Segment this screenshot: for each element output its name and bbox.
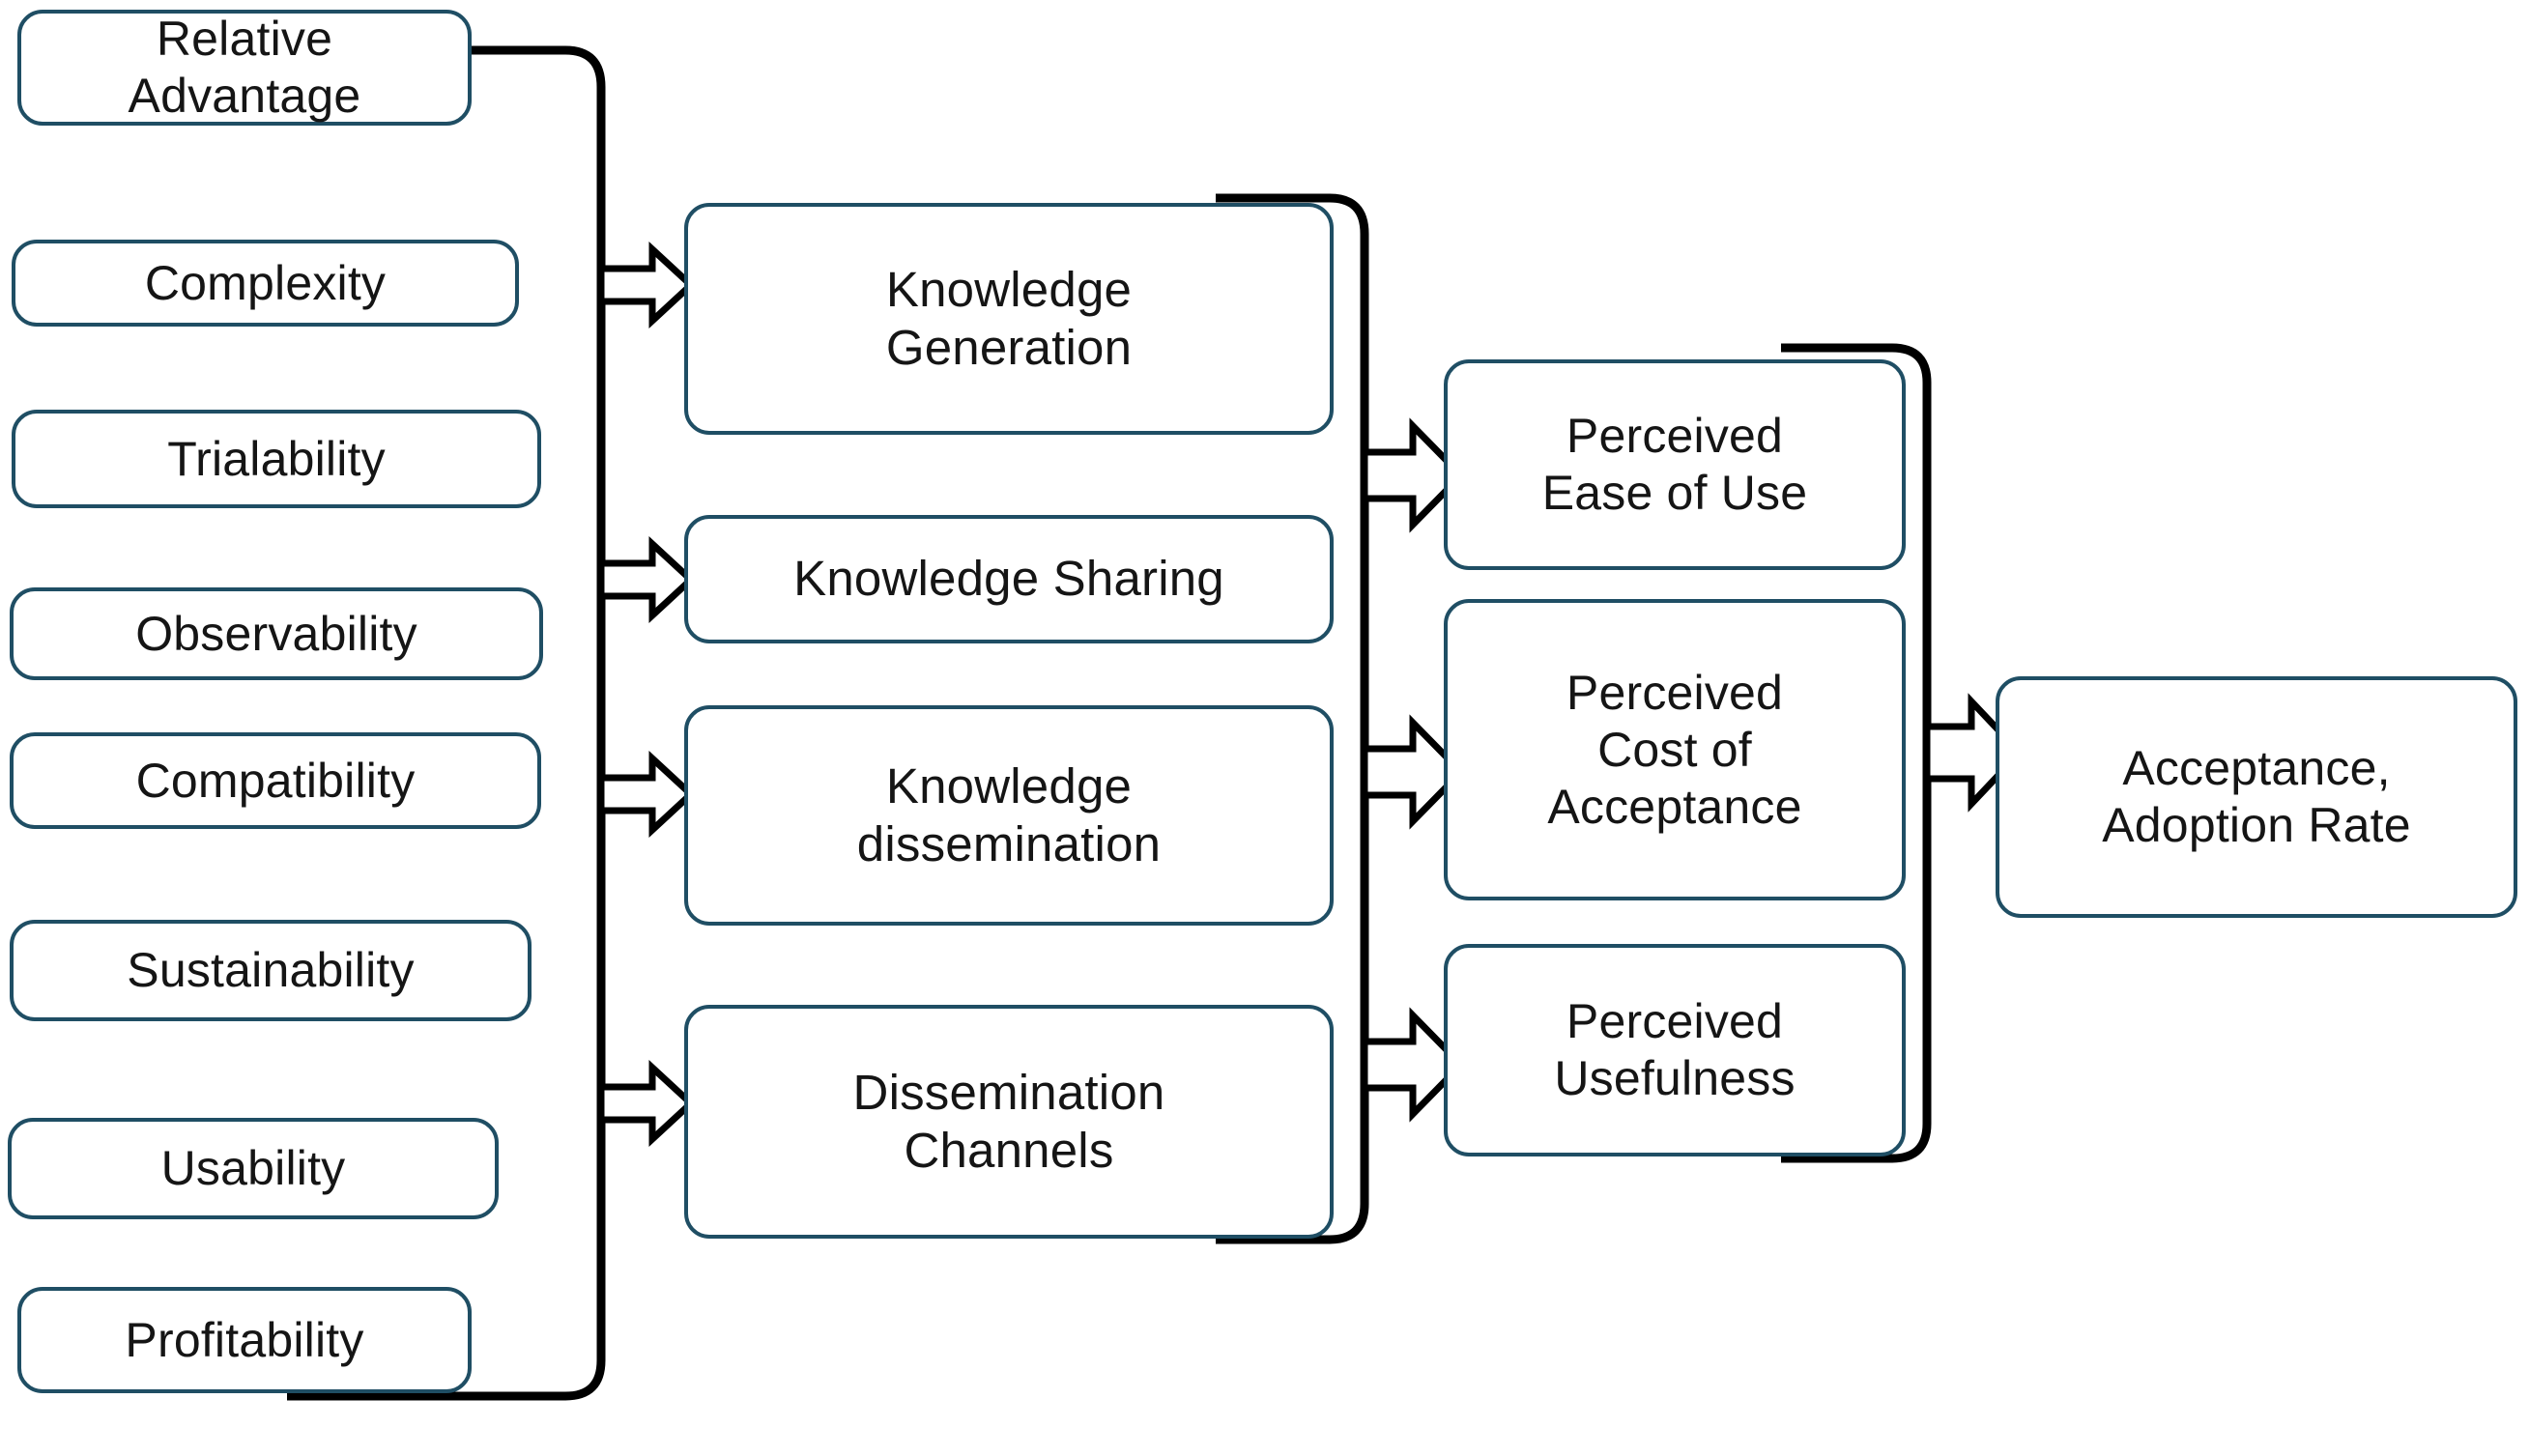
arrow-attributes-to-dissemination-channels	[597, 1059, 697, 1148]
node-usability[interactable]: Usability	[8, 1118, 499, 1219]
node-compatibility[interactable]: Compatibility	[10, 732, 541, 829]
node-label: Perceived Ease of Use	[1541, 409, 1808, 520]
node-label: Knowledge Generation	[885, 261, 1133, 375]
bracket-knowledge	[1216, 193, 1369, 1244]
arrow-attributes-to-knowledge-dissemination	[597, 750, 697, 839]
node-knowledge-generation[interactable]: Knowledge Generation	[684, 203, 1334, 435]
node-label: Acceptance, Adoption Rate	[2102, 741, 2411, 852]
node-label: Sustainability	[127, 943, 415, 997]
node-label: Knowledge Sharing	[793, 551, 1224, 607]
node-complexity[interactable]: Complexity	[12, 240, 519, 327]
bracket-attributes	[287, 45, 606, 1401]
node-perceived-cost-of-acceptance[interactable]: Perceived Cost of Acceptance	[1444, 599, 1906, 900]
node-trialability[interactable]: Trialability	[12, 410, 541, 508]
node-observability[interactable]: Observability	[10, 587, 543, 680]
node-sustainability[interactable]: Sustainability	[10, 920, 532, 1021]
node-perceived-ease-of-use[interactable]: Perceived Ease of Use	[1444, 359, 1906, 570]
arrow-attributes-to-knowledge-generation	[597, 241, 697, 329]
arrow-attributes-to-knowledge-sharing	[597, 535, 697, 624]
node-label: Observability	[135, 606, 417, 661]
node-label: Usability	[160, 1141, 346, 1195]
node-label: Perceived Usefulness	[1554, 994, 1796, 1105]
node-label: Dissemination Channels	[852, 1064, 1165, 1178]
node-knowledge-dissemination[interactable]: Knowledge dissemination	[684, 705, 1334, 926]
node-label: Perceived Cost of Acceptance	[1547, 665, 1802, 834]
node-perceived-usefulness[interactable]: Perceived Usefulness	[1444, 944, 1906, 1156]
node-label: Knowledge dissemination	[856, 757, 1162, 871]
node-label: Profitability	[125, 1312, 364, 1367]
node-label: Compatibility	[135, 753, 416, 808]
node-label: Trialability	[167, 431, 386, 486]
node-profitability[interactable]: Profitability	[17, 1287, 472, 1393]
node-dissemination-channels[interactable]: Dissemination Channels	[684, 1005, 1334, 1239]
node-relative-advantage[interactable]: Relative Advantage	[17, 10, 472, 126]
node-acceptance-adoption-rate[interactable]: Acceptance, Adoption Rate	[1996, 676, 2517, 918]
node-knowledge-sharing[interactable]: Knowledge Sharing	[684, 515, 1334, 643]
arrow-knowledge-to-perceived-cost-of-acceptance	[1361, 714, 1466, 830]
node-label: Complexity	[144, 255, 387, 310]
arrow-knowledge-to-perceived-usefulness	[1361, 1007, 1466, 1123]
arrow-knowledge-to-perceived-ease-of-use	[1361, 417, 1466, 533]
node-label: Relative Advantage	[128, 12, 361, 123]
